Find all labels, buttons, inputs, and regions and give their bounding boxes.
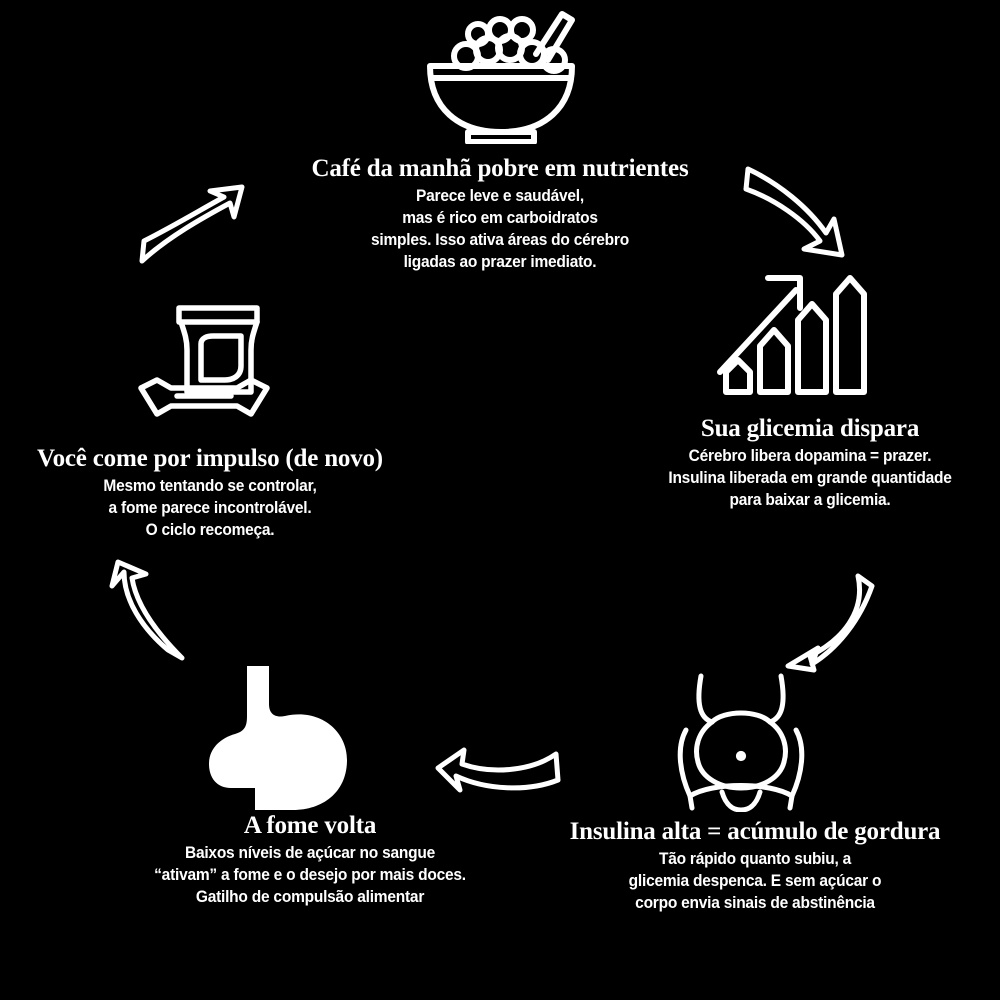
cycle-step-breakfast: Café da manhã pobre em nutrientes Parece…: [240, 155, 760, 274]
step-body-line: Insulina liberada em grande quantidade: [668, 468, 952, 487]
curved-arrow-left-icon: [434, 742, 562, 809]
step-body-line: O ciclo recomeça.: [145, 520, 275, 539]
step-body-line: corpo envia sinais de abstinência: [635, 893, 875, 912]
cereal-bowl-icon: [418, 8, 584, 149]
stomach-icon: [205, 662, 351, 815]
step-body-line: Cérebro libera dopamina = prazer.: [688, 447, 932, 465]
step-body-line: “ativam” a fome e o desejo por mais doce…: [154, 865, 466, 884]
rising-bar-chart-icon: [712, 268, 872, 405]
step-body-line: Gatilho de compulsão alimentar: [195, 887, 425, 906]
step-title: Café da manhã pobre em nutrientes: [311, 155, 689, 182]
step-body-line: Parece leve e saudável,: [416, 187, 584, 205]
snack-bag-icon: [133, 292, 283, 429]
step-body-line: simples. Isso ativa áreas do cérebro: [371, 230, 629, 249]
curved-arrow-down-left-icon: [784, 572, 880, 681]
step-body-line: Baixos níveis de açúcar no sangue: [184, 844, 435, 862]
step-body-line: a fome parece incontrolável.: [108, 498, 312, 517]
step-body-line: mas é rico em carboidratos: [402, 208, 598, 227]
cycle-step-impulse: Você come por impulso (de novo) Mesmo te…: [0, 445, 420, 542]
cycle-step-hunger: A fome volta Baixos níveis de açúcar no …: [80, 812, 540, 909]
step-body-line: glicemia despenca. E sem açúcar o: [628, 871, 882, 890]
step-title: Você come por impulso (de novo): [37, 445, 383, 472]
cycle-step-insulin: Insulina alta = acúmulo de gordura Tão r…: [520, 818, 990, 915]
belly-fat-icon: [666, 670, 816, 817]
step-body-line: Tão rápido quanto subiu, a: [658, 850, 852, 868]
curved-arrow-up-right-icon: [138, 183, 246, 272]
step-body-line: ligadas ao prazer imediato.: [403, 252, 597, 271]
step-body-line: para baixar a glicemia.: [729, 490, 891, 509]
step-title: Insulina alta = acúmulo de gordura: [569, 818, 941, 845]
curved-arrow-up-left-icon: [98, 558, 194, 667]
step-title: A fome volta: [243, 812, 377, 839]
cycle-step-glycemia: Sua glicemia dispara Cérebro libera dopa…: [620, 415, 1000, 512]
step-title: Sua glicemia dispara: [700, 415, 920, 442]
step-body-line: Mesmo tentando se controlar,: [103, 477, 317, 495]
curved-arrow-down-right-icon: [742, 163, 852, 268]
